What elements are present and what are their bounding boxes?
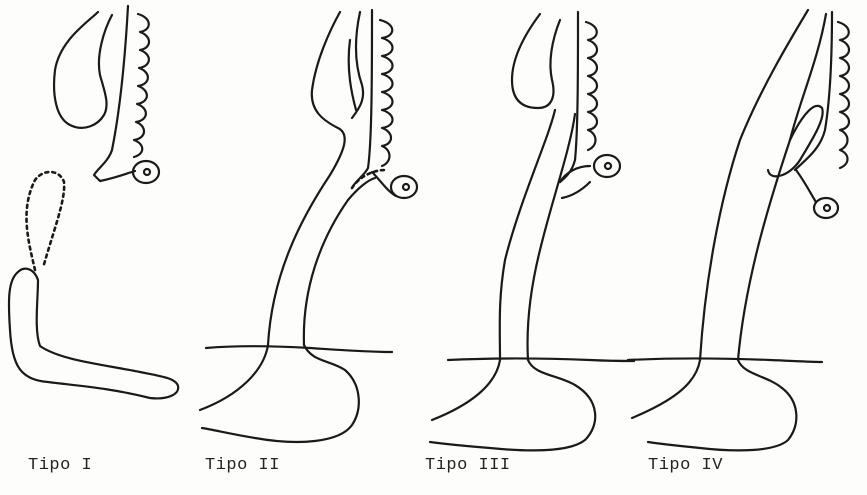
diaphragm-line — [448, 359, 634, 362]
panel-tipo-2 — [200, 10, 417, 442]
bronchus-end — [594, 155, 620, 177]
bronchus-lumen — [403, 184, 409, 190]
type-label-4: Tipo IV — [648, 456, 723, 475]
trachea-wall — [795, 12, 832, 170]
upper-esophageal-pouch — [512, 14, 560, 108]
esophagus-outer-wall — [700, 10, 808, 360]
panel-tipo-4 — [628, 10, 849, 450]
tracheal-rings — [586, 22, 597, 150]
stomach — [632, 360, 796, 450]
panel-tipo-3 — [430, 12, 634, 450]
esophagus-inner-wall — [738, 14, 826, 360]
esophagus-outer-wall — [268, 12, 345, 345]
tracheal-rings — [134, 14, 149, 157]
tracheal-rings — [380, 20, 393, 166]
bronchus-lumen — [605, 163, 611, 169]
esophagus-inner-wall — [528, 114, 576, 360]
bronchus-end — [814, 198, 838, 218]
stomach — [430, 360, 595, 450]
type-label-3: Tipo III — [425, 456, 511, 475]
trachea-wall — [560, 12, 578, 182]
esophagus-inner-wall — [304, 12, 375, 345]
bronchus-lumen — [144, 169, 150, 175]
stomach — [200, 345, 359, 442]
type-label-1: Tipo I — [28, 456, 92, 475]
upper-pouch-fold — [349, 40, 356, 110]
bronchus-stem — [796, 170, 816, 202]
lower-esophageal-pouch — [9, 269, 178, 399]
bronchus-end — [133, 161, 159, 183]
upper-esophageal-pouch — [54, 12, 112, 128]
trachea-wall — [94, 6, 135, 181]
fistula-dotted — [352, 170, 385, 188]
bronchus-lumen — [824, 205, 830, 211]
type-label-2: Tipo II — [205, 456, 280, 475]
fistula-pouch — [768, 106, 823, 176]
missing-segment-dotted — [26, 172, 64, 270]
fistula — [560, 166, 590, 198]
diaphragm-line — [628, 359, 822, 363]
panel-tipo-1 — [9, 6, 178, 398]
diaphragm-line — [206, 346, 392, 352]
tracheal-rings — [838, 22, 849, 168]
